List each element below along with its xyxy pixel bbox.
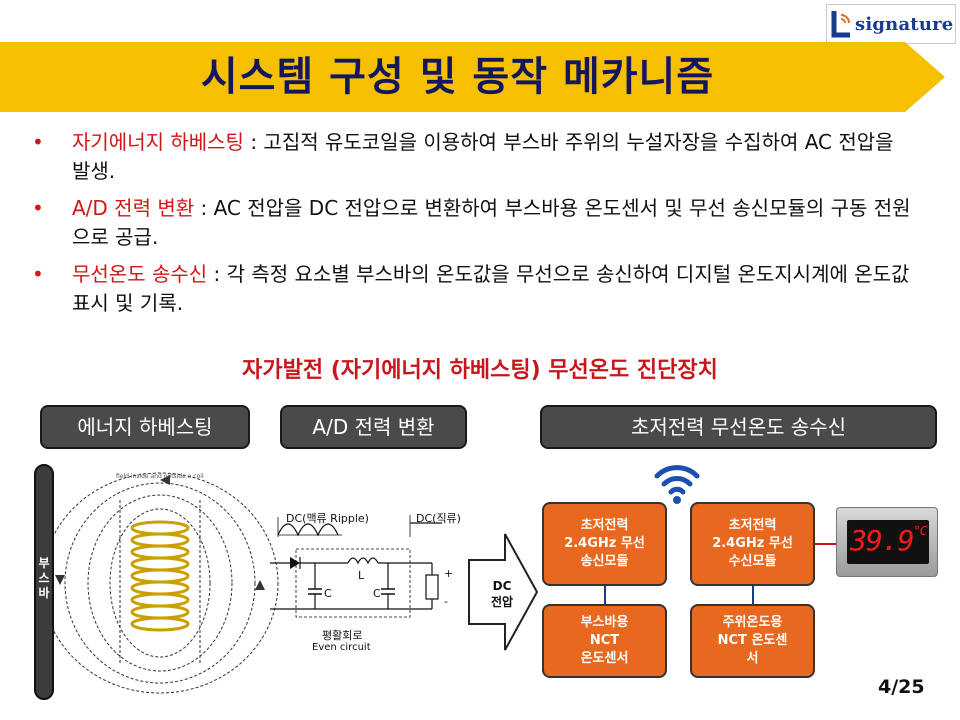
pill-ad-conversion: A/D 전력 변환 <box>280 405 467 449</box>
pill-energy-harvesting: 에너지 하베스팅 <box>40 405 250 449</box>
smoothing-label-en: Even circuit <box>312 642 371 653</box>
dc-arrow-icon <box>468 533 539 651</box>
dc-pure-label: DC(직류) <box>416 512 461 525</box>
page-number: 4/25 <box>878 676 925 698</box>
wifi-icon <box>654 465 700 504</box>
rx-module: 초저전력 2.4GHz 무선 수신모듈 <box>690 502 815 586</box>
minus-sign: - <box>444 595 448 608</box>
coil-icon <box>130 520 190 632</box>
plus-sign: + <box>444 567 454 580</box>
busbar <box>34 464 54 700</box>
field-caption: field inside and outside a coil <box>116 473 204 480</box>
bullet-list: • 자기에너지 하베스팅 : 고집적 유도코일을 이용하여 부스바 주위의 누설… <box>32 128 918 326</box>
diagram-subtitle: 자가발전 (자기에너지 하베스팅) 무선온도 진단장치 <box>242 358 718 383</box>
bullet-key: 무선온도 송수신 <box>72 262 208 286</box>
pill-wireless-transceiver: 초저전력 무선온도 송수신 <box>540 405 937 449</box>
bullet-key: A/D 전력 변환 <box>72 196 195 220</box>
bullet-dot-icon: • <box>32 262 44 286</box>
smoothing-label-ko: 평활회로 <box>322 629 363 642</box>
bullet-item-conversion: • A/D 전력 변환 : AC 전압을 DC 전압으로 변환하여 부스바용 온… <box>32 194 918 252</box>
display-readout: 39.9°C <box>850 524 927 557</box>
ambient-sensor-module: 주위온도용 NCT 온도센 서 <box>690 604 815 678</box>
page-title: 시스템 구성 및 동작 메카니즘 <box>200 54 715 100</box>
bullet-dot-icon: • <box>32 130 44 154</box>
circuit-schematic <box>270 515 442 618</box>
bullet-dot-icon: • <box>32 196 44 220</box>
logo: signature <box>826 4 956 44</box>
field-arrows <box>55 475 265 590</box>
display-screen: 39.9°C <box>847 520 929 564</box>
magnetic-field-lines <box>41 472 279 694</box>
title-banner <box>0 42 945 112</box>
logo-text: signature <box>855 14 954 35</box>
temperature-display: 39.9°C <box>836 507 938 577</box>
logo-mark-icon <box>831 11 850 38</box>
busbar-label: 부스바 <box>38 556 50 600</box>
bullet-text: : 고집적 유도코일을 이용하여 부스바 주위의 누설자장을 수집하여 AC 전… <box>72 130 894 183</box>
bullet-text: : AC 전압을 DC 전압으로 변환하여 부스바용 온도센서 및 무선 송신모… <box>72 196 911 249</box>
inductor-label: L <box>358 569 365 582</box>
dc-ripple-label: DC(맥류 Ripple) <box>286 512 369 525</box>
bullet-key: 자기에너지 하베스팅 <box>72 130 244 154</box>
smoothing-circuit: DC(맥류 Ripple) DC(직류) L C C + - 평활회로 Even… <box>270 505 461 653</box>
bullet-text: : 각 측정 요소별 부스바의 온도값을 무선으로 송신하여 디지털 온도지시계… <box>72 262 910 315</box>
dc-arrow-label: DC 전압 <box>490 579 514 609</box>
bullet-item-harvesting: • 자기에너지 하베스팅 : 고집적 유도코일을 이용하여 부스바 주위의 누설… <box>32 128 918 186</box>
bullet-item-wireless: • 무선온도 송수신 : 각 측정 요소별 부스바의 온도값을 무선으로 송신하… <box>32 260 918 318</box>
tx-module: 초저전력 2.4GHz 무선 송신모듈 <box>542 502 667 586</box>
capacitor-label: C <box>324 587 332 600</box>
capacitor-label: C <box>373 587 381 600</box>
busbar-sensor-module: 부스바용 NCT 온도센서 <box>542 604 667 678</box>
